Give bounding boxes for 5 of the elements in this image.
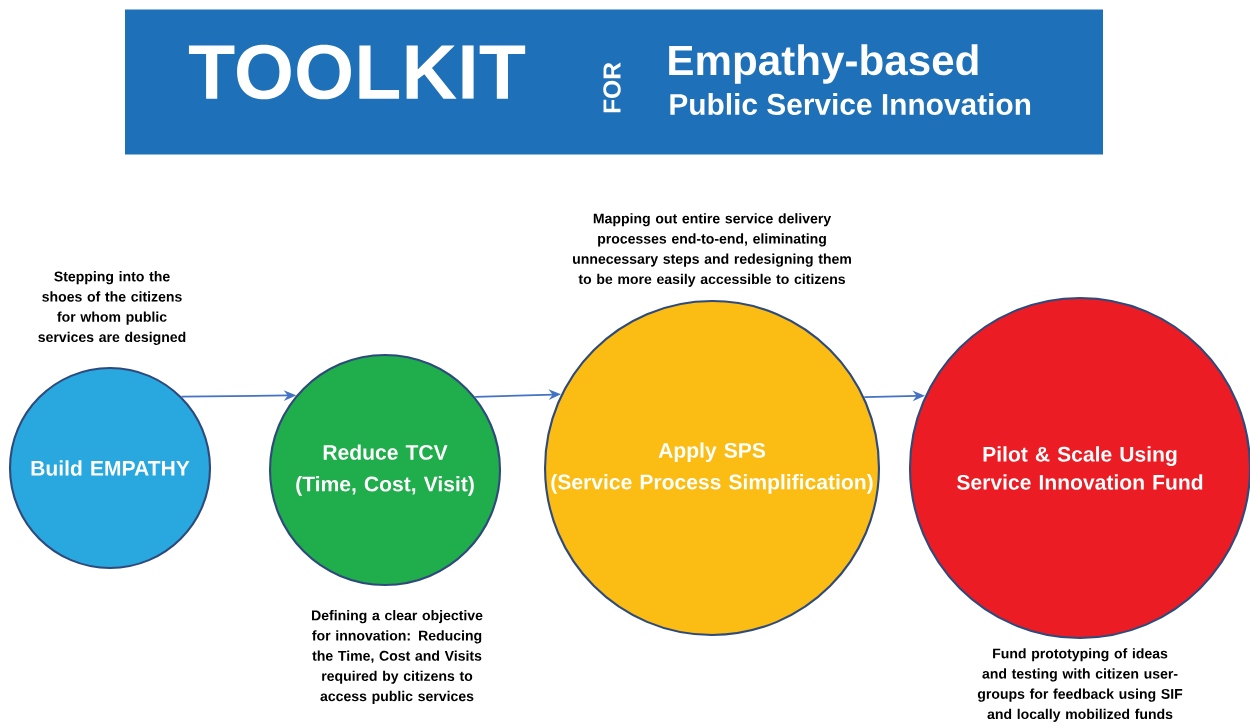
description-text: Fund prototyping of ideas and testing with citizen user-groups for feedback using SIF and locally mobilized funds [977,648,1183,722]
description-text: Mapping out entire service delivery processes end-to-end, eliminating unnecessary steps and redesigning them to be more easily accessible to citizens [573,213,851,287]
description-text: Stepping into the shoes of the citizens for whom public services are designed [38,271,186,345]
description-text: Defining a clear objective for innovation: Reducing the Time, Cost and Visits required by citizens to access public services [312,610,483,704]
title-banner: TOOLKIT FOR Empathy-based Public Service Innovation [125,9,1103,155]
